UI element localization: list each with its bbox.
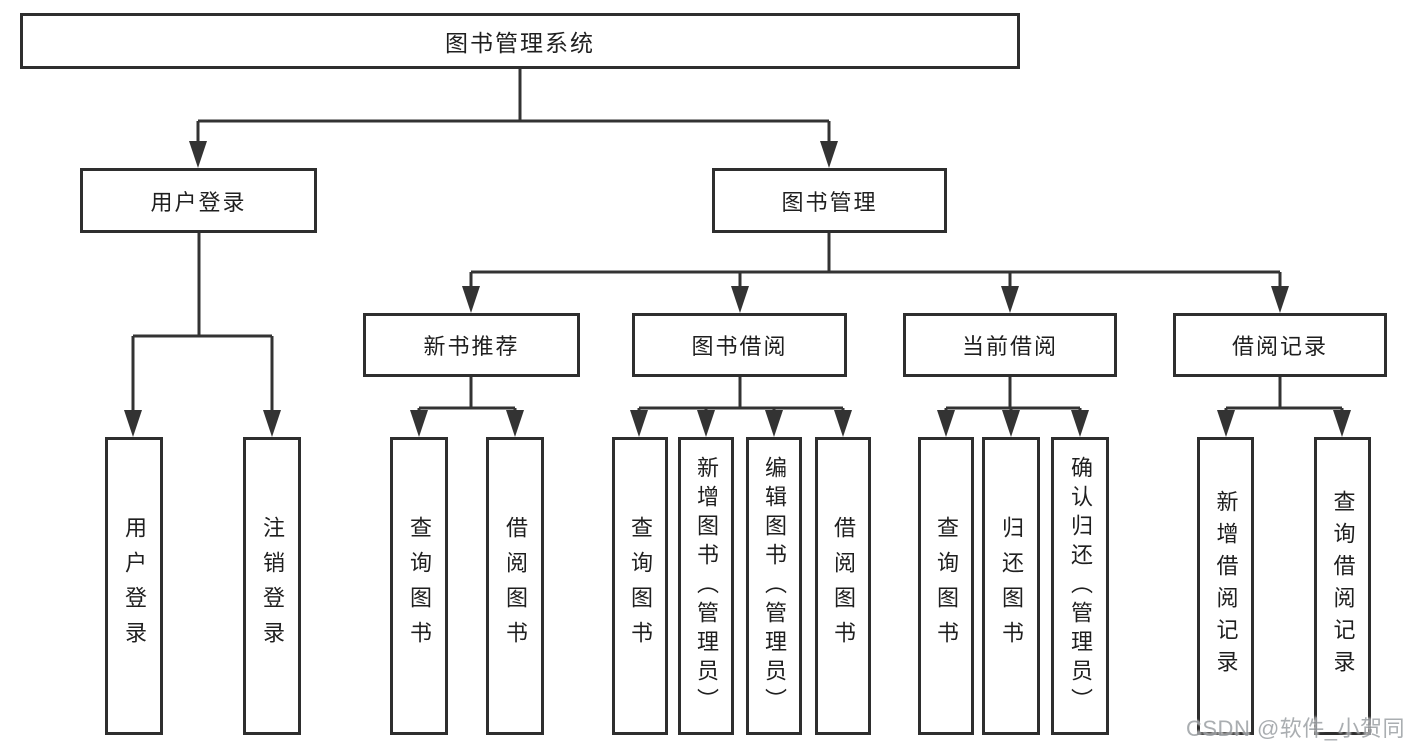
node-leaf-query-borrow-record: 查询借阅记录 [1314,437,1371,735]
node-leaf-add-books-admin: 新增图书（管理员） [678,437,734,735]
connector-bookmgmt-children [469,233,1282,287]
node-label: 借阅记录 [1231,334,1328,359]
node-leaf-query-books: 查询图书 [918,437,974,735]
node-leaf-edit-books-admin: 编辑图书（管理员） [746,437,802,735]
node-leaf-return-books: 归还图书 [982,437,1040,735]
arrowhead [937,410,955,437]
arrowhead [124,410,142,437]
node-leaf-logout: 注销登录 [243,437,301,735]
arrowhead [731,286,749,313]
node-label: 确认归还（管理员） [1068,455,1093,717]
node-leaf-add-borrow-record: 新增借阅记录 [1197,437,1254,735]
node-label: 查询图书 [628,516,653,656]
arrowhead [765,410,783,437]
node-new-book-recommend: 新书推荐 [363,313,580,377]
node-label: 图书借阅 [691,334,788,359]
node-label: 查询图书 [934,516,959,656]
node-label: 注销登录 [260,516,285,656]
node-leaf-query-books: 查询图书 [612,437,668,735]
node-label: 查询借阅记录 [1330,490,1356,682]
arrowhead [462,286,480,313]
arrowhead [1333,410,1351,437]
arrowhead [1002,410,1020,437]
node-leaf-borrow-books: 借阅图书 [486,437,544,735]
connector-newbooks-children [417,377,517,412]
node-label: 新书推荐 [423,334,520,359]
connector-userlogin-children [131,233,274,411]
node-label: 借阅图书 [831,516,856,656]
arrowhead [697,410,715,437]
arrowhead [506,410,524,437]
arrowhead [1071,410,1089,437]
node-label: 归还图书 [999,516,1024,656]
node-leaf-borrow-books: 借阅图书 [815,437,871,735]
node-label: 图书管理系统 [445,30,595,56]
node-leaf-query-books: 查询图书 [390,437,448,735]
node-current-borrowing: 当前借阅 [903,313,1117,377]
arrowhead [189,141,207,168]
node-book-borrowing: 图书借阅 [632,313,847,377]
node-leaf-user-login: 用户登录 [105,437,163,735]
arrowhead [1271,286,1289,313]
node-label: 当前借阅 [961,334,1058,359]
csdn-watermark: CSDN @软件_小贺同学 [1186,716,1405,741]
node-label: 查询图书 [407,516,432,656]
node-label: 新增借阅记录 [1213,490,1239,682]
arrowhead [263,410,281,437]
arrowhead [630,410,648,437]
arrowhead [410,410,428,437]
node-book-management: 图书管理 [712,168,947,233]
node-label: 新增图书（管理员） [694,455,719,717]
node-leaf-confirm-return-admin: 确认归还（管理员） [1051,437,1109,735]
arrowhead [1217,410,1235,437]
node-borrow-records: 借阅记录 [1173,313,1387,377]
connector-borrowrecords-children [1224,377,1344,412]
arrowhead [820,141,838,168]
connector-currentborrow-children [944,377,1082,412]
node-label: 编辑图书（管理员） [762,455,787,717]
arrowhead [834,410,852,437]
node-label: 图书管理 [781,189,878,215]
node-label: 用户登录 [122,516,147,656]
node-label: 用户登录 [150,189,247,215]
connector-bookborrow-children [637,377,845,412]
arrowhead [1001,286,1019,313]
connector-root-to-level2 [196,69,831,142]
node-user-login: 用户登录 [80,168,317,233]
node-label: 借阅图书 [503,516,528,656]
node-library-management-system: 图书管理系统 [20,13,1020,69]
